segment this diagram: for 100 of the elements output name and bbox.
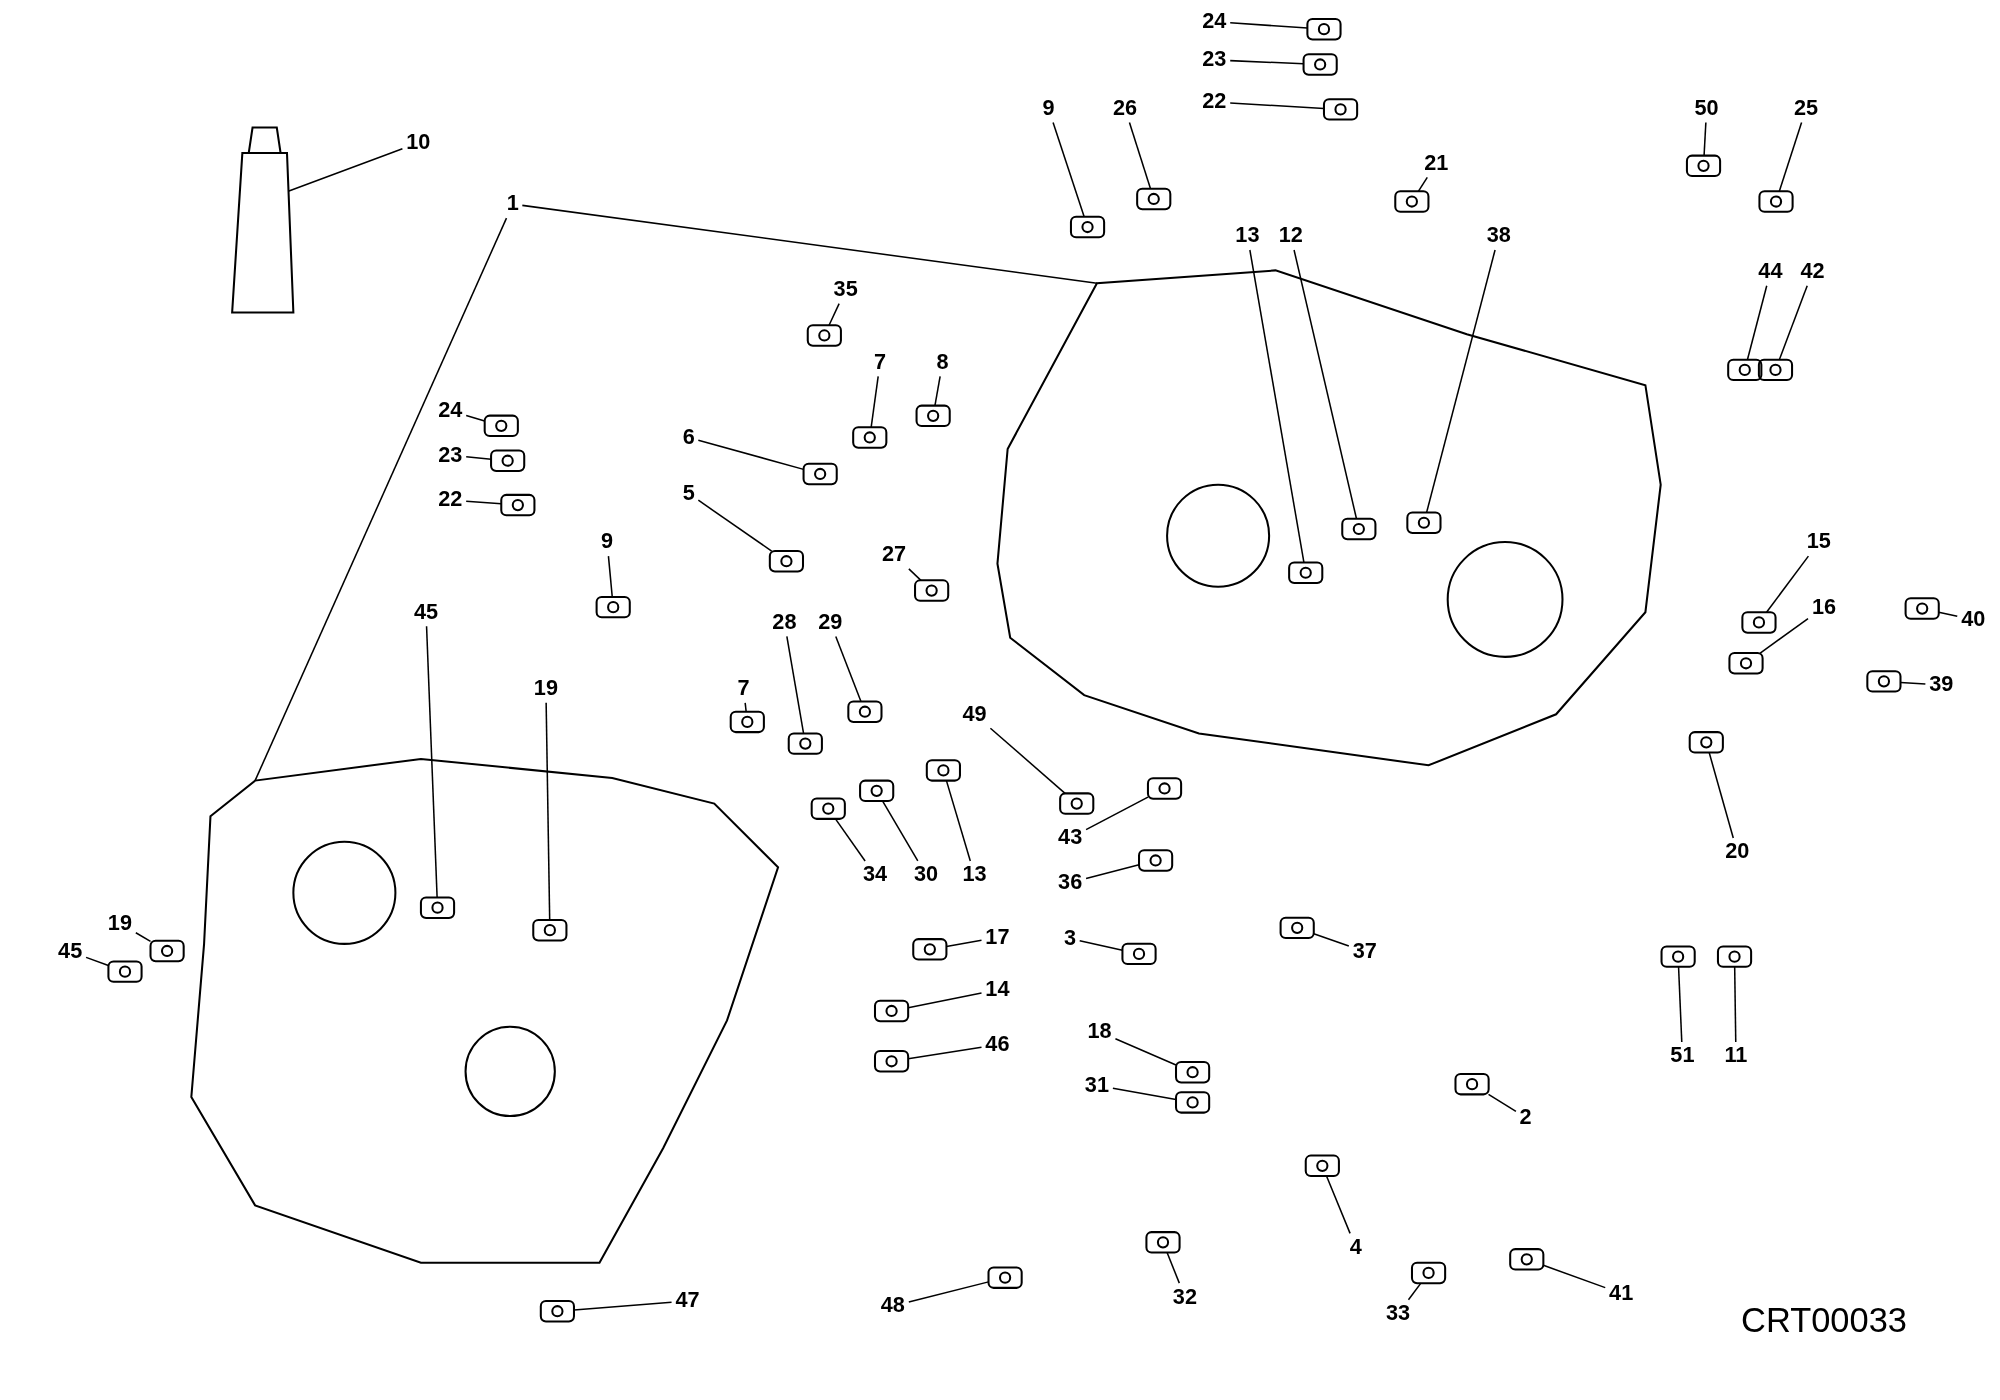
leader-line <box>1052 121 1085 218</box>
callout-number: 34 <box>862 863 888 887</box>
callout-number: 13 <box>1235 224 1260 248</box>
part-drawing <box>1121 942 1157 966</box>
callout-number: 9 <box>601 530 614 554</box>
leader-line <box>1407 1282 1422 1301</box>
part-drawing <box>1138 849 1174 872</box>
part-drawing <box>1306 17 1342 41</box>
callout-number: 38 <box>1486 224 1511 248</box>
part-drawing <box>1716 945 1753 968</box>
part-drawing <box>1660 945 1696 968</box>
callout-number: 27 <box>882 543 907 567</box>
part-drawing <box>595 595 631 619</box>
callout-number: 29 <box>818 610 843 634</box>
leader-line <box>1128 121 1152 190</box>
callout-number: 22 <box>438 488 463 512</box>
leader-line <box>908 568 922 582</box>
leader-line <box>1166 1251 1181 1284</box>
leader-line <box>607 555 613 598</box>
callout-number: 37 <box>1352 940 1377 963</box>
callout-number: 35 <box>833 278 858 301</box>
callout-number: 25 <box>1794 96 1819 120</box>
part-drawing <box>873 1050 910 1073</box>
leader-line <box>287 148 404 193</box>
part-drawing <box>873 999 910 1023</box>
leader-line <box>697 499 773 552</box>
part-drawing <box>107 960 143 983</box>
leader-line <box>834 818 866 862</box>
callout-number: 7 <box>874 350 887 374</box>
callout-number: 10 <box>406 131 431 155</box>
part-drawing <box>1727 358 1763 382</box>
callout-number: 18 <box>1087 1020 1112 1044</box>
leader-line <box>465 500 503 505</box>
leader-line <box>1759 617 1809 654</box>
leader-line <box>907 992 983 1009</box>
part-drawing <box>1288 561 1324 584</box>
leader-line <box>1746 284 1768 361</box>
callout-number: 19 <box>107 912 132 935</box>
leader-line <box>1229 102 1325 110</box>
callout-number: 17 <box>985 926 1010 949</box>
part-drawing <box>1279 916 1315 940</box>
callout-number: 19 <box>533 677 558 701</box>
leader-line <box>1487 1093 1517 1113</box>
callout-number: 28 <box>772 610 797 634</box>
callout-number: 30 <box>913 863 939 887</box>
leader-line <box>1417 176 1429 193</box>
drawing-code: CRT00033 <box>1741 1301 1907 1341</box>
part-drawing <box>1175 1091 1211 1114</box>
leader-line <box>1078 940 1124 951</box>
leader-line <box>907 1046 983 1060</box>
leader-line <box>697 439 805 471</box>
part-drawing <box>925 759 961 782</box>
part-drawing <box>1688 731 1724 754</box>
part-drawing <box>1904 597 1940 620</box>
leader-line <box>1229 22 1309 29</box>
callout-number: 49 <box>962 702 987 726</box>
callout-number: 46 <box>985 1033 1010 1057</box>
part-drawing <box>1741 611 1777 634</box>
part-drawing <box>806 324 842 347</box>
leader-line <box>945 939 983 948</box>
callout-number: 41 <box>1609 1281 1634 1305</box>
part-drawing <box>1302 53 1338 76</box>
leader-line <box>989 727 1066 795</box>
callout-number: 1 <box>506 192 519 216</box>
callout-number: 43 <box>1058 826 1083 850</box>
part-drawing <box>483 414 519 438</box>
part-drawing <box>532 918 568 942</box>
leader-line <box>1325 1175 1351 1235</box>
leader-line <box>1293 249 1358 520</box>
part-drawing <box>1175 1061 1211 1084</box>
callout-number: 8 <box>936 350 949 374</box>
callout-number: 5 <box>682 482 695 506</box>
callout-number: 21 <box>1424 151 1449 175</box>
callout-number: 9 <box>1042 96 1055 120</box>
leader-line <box>1765 555 1810 613</box>
leader-line <box>1778 121 1803 193</box>
leader-line <box>908 1281 990 1303</box>
leader-line <box>1778 284 1808 361</box>
callout-number: 24 <box>1202 10 1227 34</box>
part-drawing <box>729 710 765 734</box>
part-drawing <box>500 493 536 517</box>
callout-number: 11 <box>1724 1044 1748 1068</box>
leader-line <box>254 217 508 782</box>
leader-line <box>1425 249 1496 514</box>
leader-line <box>1899 681 1927 685</box>
leader-line <box>1085 796 1149 831</box>
leader-line <box>934 375 941 407</box>
leader-line <box>1733 966 1737 1043</box>
callout-number: 7 <box>737 677 750 701</box>
tube-drawing <box>231 126 295 314</box>
callout-number: 3 <box>1064 927 1077 951</box>
leader-line <box>835 635 862 703</box>
callout-number: 26 <box>1112 96 1138 120</box>
callout-number: 36 <box>1058 871 1083 895</box>
callout-number: 32 <box>1172 1285 1197 1309</box>
part-drawing <box>1059 792 1095 815</box>
leader-line <box>85 956 110 967</box>
part-drawing <box>852 426 888 449</box>
leader-line <box>1677 966 1683 1043</box>
callout-number: 12 <box>1278 224 1303 248</box>
